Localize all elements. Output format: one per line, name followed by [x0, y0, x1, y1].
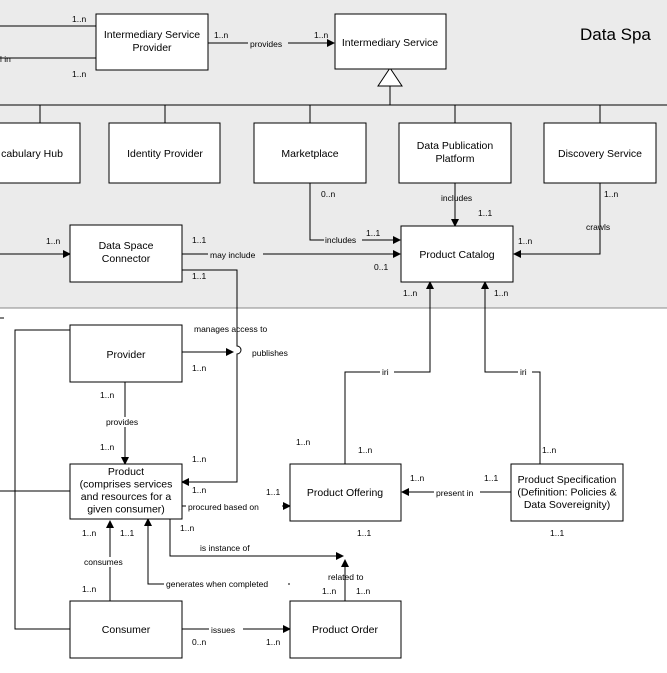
label-product-mult-conn: 1..n [192, 454, 206, 464]
edge-provider-consumer-left [14, 329, 70, 630]
box-product-catalog[interactable]: Product Catalog [400, 225, 514, 283]
label-order-mult-issues: 1..n [266, 637, 280, 647]
box-consumer[interactable]: Consumer [69, 600, 183, 659]
label-present-in: present in [436, 488, 474, 498]
label-consumes: consumes [84, 557, 123, 567]
label-discovery-mult: 1..n [604, 189, 618, 199]
label-manages-access-to: manages access to [194, 324, 268, 334]
edge-discovery-crawls [513, 183, 601, 258]
label-catalog-crawl-mult: 1..n [518, 236, 532, 246]
label-present-mult-right: 1..1 [484, 473, 498, 483]
edge-connector-manages-access [181, 269, 242, 486]
edge-marketplace-includes [309, 183, 401, 244]
svg-text:Product Order: Product Order [312, 624, 378, 636]
label-publishes: publishes [252, 348, 288, 358]
svg-text:Product Specification(Definiti: Product Specification(Definition: Polici… [517, 474, 616, 511]
label-connector-left-mult: 1..n [46, 236, 60, 246]
svg-text:Intermediary Service: Intermediary Service [342, 37, 438, 49]
box-identity-provider[interactable]: Identity Provider [108, 122, 221, 184]
label-iri-right: iri [520, 367, 527, 377]
label-consumes-mult-top2: 1..1 [120, 528, 134, 538]
edge-is-instance-of [169, 519, 344, 560]
edge-spec-iri [481, 281, 541, 464]
label-order-mult-right: 1..n [356, 586, 370, 596]
label-isp-in: l in [0, 54, 11, 64]
label-may-include: may include [210, 250, 256, 260]
label-product-mult-bottom-right: 1..n [180, 523, 194, 533]
label-iri-left: iri [382, 367, 389, 377]
label-present-mult-left: 1..n [410, 473, 424, 483]
svg-text:Marketplace: Marketplace [281, 148, 338, 160]
label-isp-mult-top: 1..n [72, 14, 86, 24]
label-product-mult-top: 1..n [100, 442, 114, 452]
label-provides: provides [106, 417, 138, 427]
label-marketplace-includes: includes [325, 235, 356, 245]
label-related-to: related to [328, 572, 364, 582]
box-product-offering[interactable]: Product Offering [289, 463, 402, 522]
label-offering-mult-left: 1..1 [266, 487, 280, 497]
label-discovery-crawls: crawls [586, 222, 610, 232]
label-provides-isp: provides [250, 39, 282, 49]
box-product-order[interactable]: Product Order [289, 600, 402, 659]
label-isp-mult-bottom: 1..n [72, 69, 86, 79]
label-generates-when-completed: generates when completed [166, 579, 268, 589]
label-issues: issues [211, 625, 235, 635]
label-procured-based-on: procured based on [188, 502, 259, 512]
box-product-specification[interactable]: Product Specification(Definition: Polici… [510, 463, 624, 522]
label-offering-mult-bottom: 1..1 [357, 528, 371, 538]
svg-text:Identity Provider: Identity Provider [127, 148, 203, 160]
svg-text:Discovery Service: Discovery Service [558, 148, 642, 160]
box-vocabulary-hub[interactable]: cabulary Hub [0, 122, 81, 184]
label-provides-is-mult: 1..n [314, 30, 328, 40]
svg-text:Product Catalog: Product Catalog [419, 249, 494, 261]
label-dpp-includes: includes [441, 193, 472, 203]
label-provider-mult-bottom: 1..n [100, 390, 114, 400]
box-intermediary-service[interactable]: Intermediary Service [334, 13, 447, 70]
svg-text:cabulary Hub: cabulary Hub [1, 148, 63, 160]
box-marketplace[interactable]: Marketplace [253, 122, 367, 184]
label-consumes-mult-top: 1..n [82, 528, 96, 538]
label-catalog-mult-left: 0..1 [374, 262, 388, 272]
label-connector-mult-bottom: 1..1 [192, 271, 206, 281]
label-spec-top-mult: 1..n [542, 445, 556, 455]
label-connector-mult-right: 1..1 [192, 235, 206, 245]
label-catalog-mult-bottom-left: 1..n [403, 288, 417, 298]
svg-text:Consumer: Consumer [102, 624, 151, 636]
svg-text:Product Offering: Product Offering [307, 487, 383, 499]
label-is-instance-of: is instance of [200, 543, 250, 553]
label-consumer-mult-issues: 0..n [192, 637, 206, 647]
label-marketplace-mult: 0..n [321, 189, 335, 199]
label-provider-mult-right: 1..n [192, 363, 206, 373]
label-offering-pub-mult: 1..n [296, 437, 310, 447]
box-discovery-service[interactable]: Discovery Service [543, 122, 657, 184]
label-offering-iri-mult: 1..n [358, 445, 372, 455]
label-catalog-includes-mult: 1..1 [366, 228, 380, 238]
label-dpp-mult: 1..1 [478, 208, 492, 218]
label-provides-isp-mult: 1..n [214, 30, 228, 40]
label-order-mult-left: 1..n [322, 586, 336, 596]
region-title: Data Spa [580, 25, 651, 44]
label-catalog-mult-bottom-right: 1..n [494, 288, 508, 298]
label-product-mult-right: 1..n [192, 485, 206, 495]
label-spec-mult-bottom: 1..1 [550, 528, 564, 538]
svg-text:Provider: Provider [106, 349, 146, 361]
label-consumer-mult-top: 1..n [82, 584, 96, 594]
box-provider[interactable]: Provider [69, 324, 183, 383]
edge-labels: 1..n l in 1..n 1..n provides 1..n 0..n i… [0, 14, 618, 647]
